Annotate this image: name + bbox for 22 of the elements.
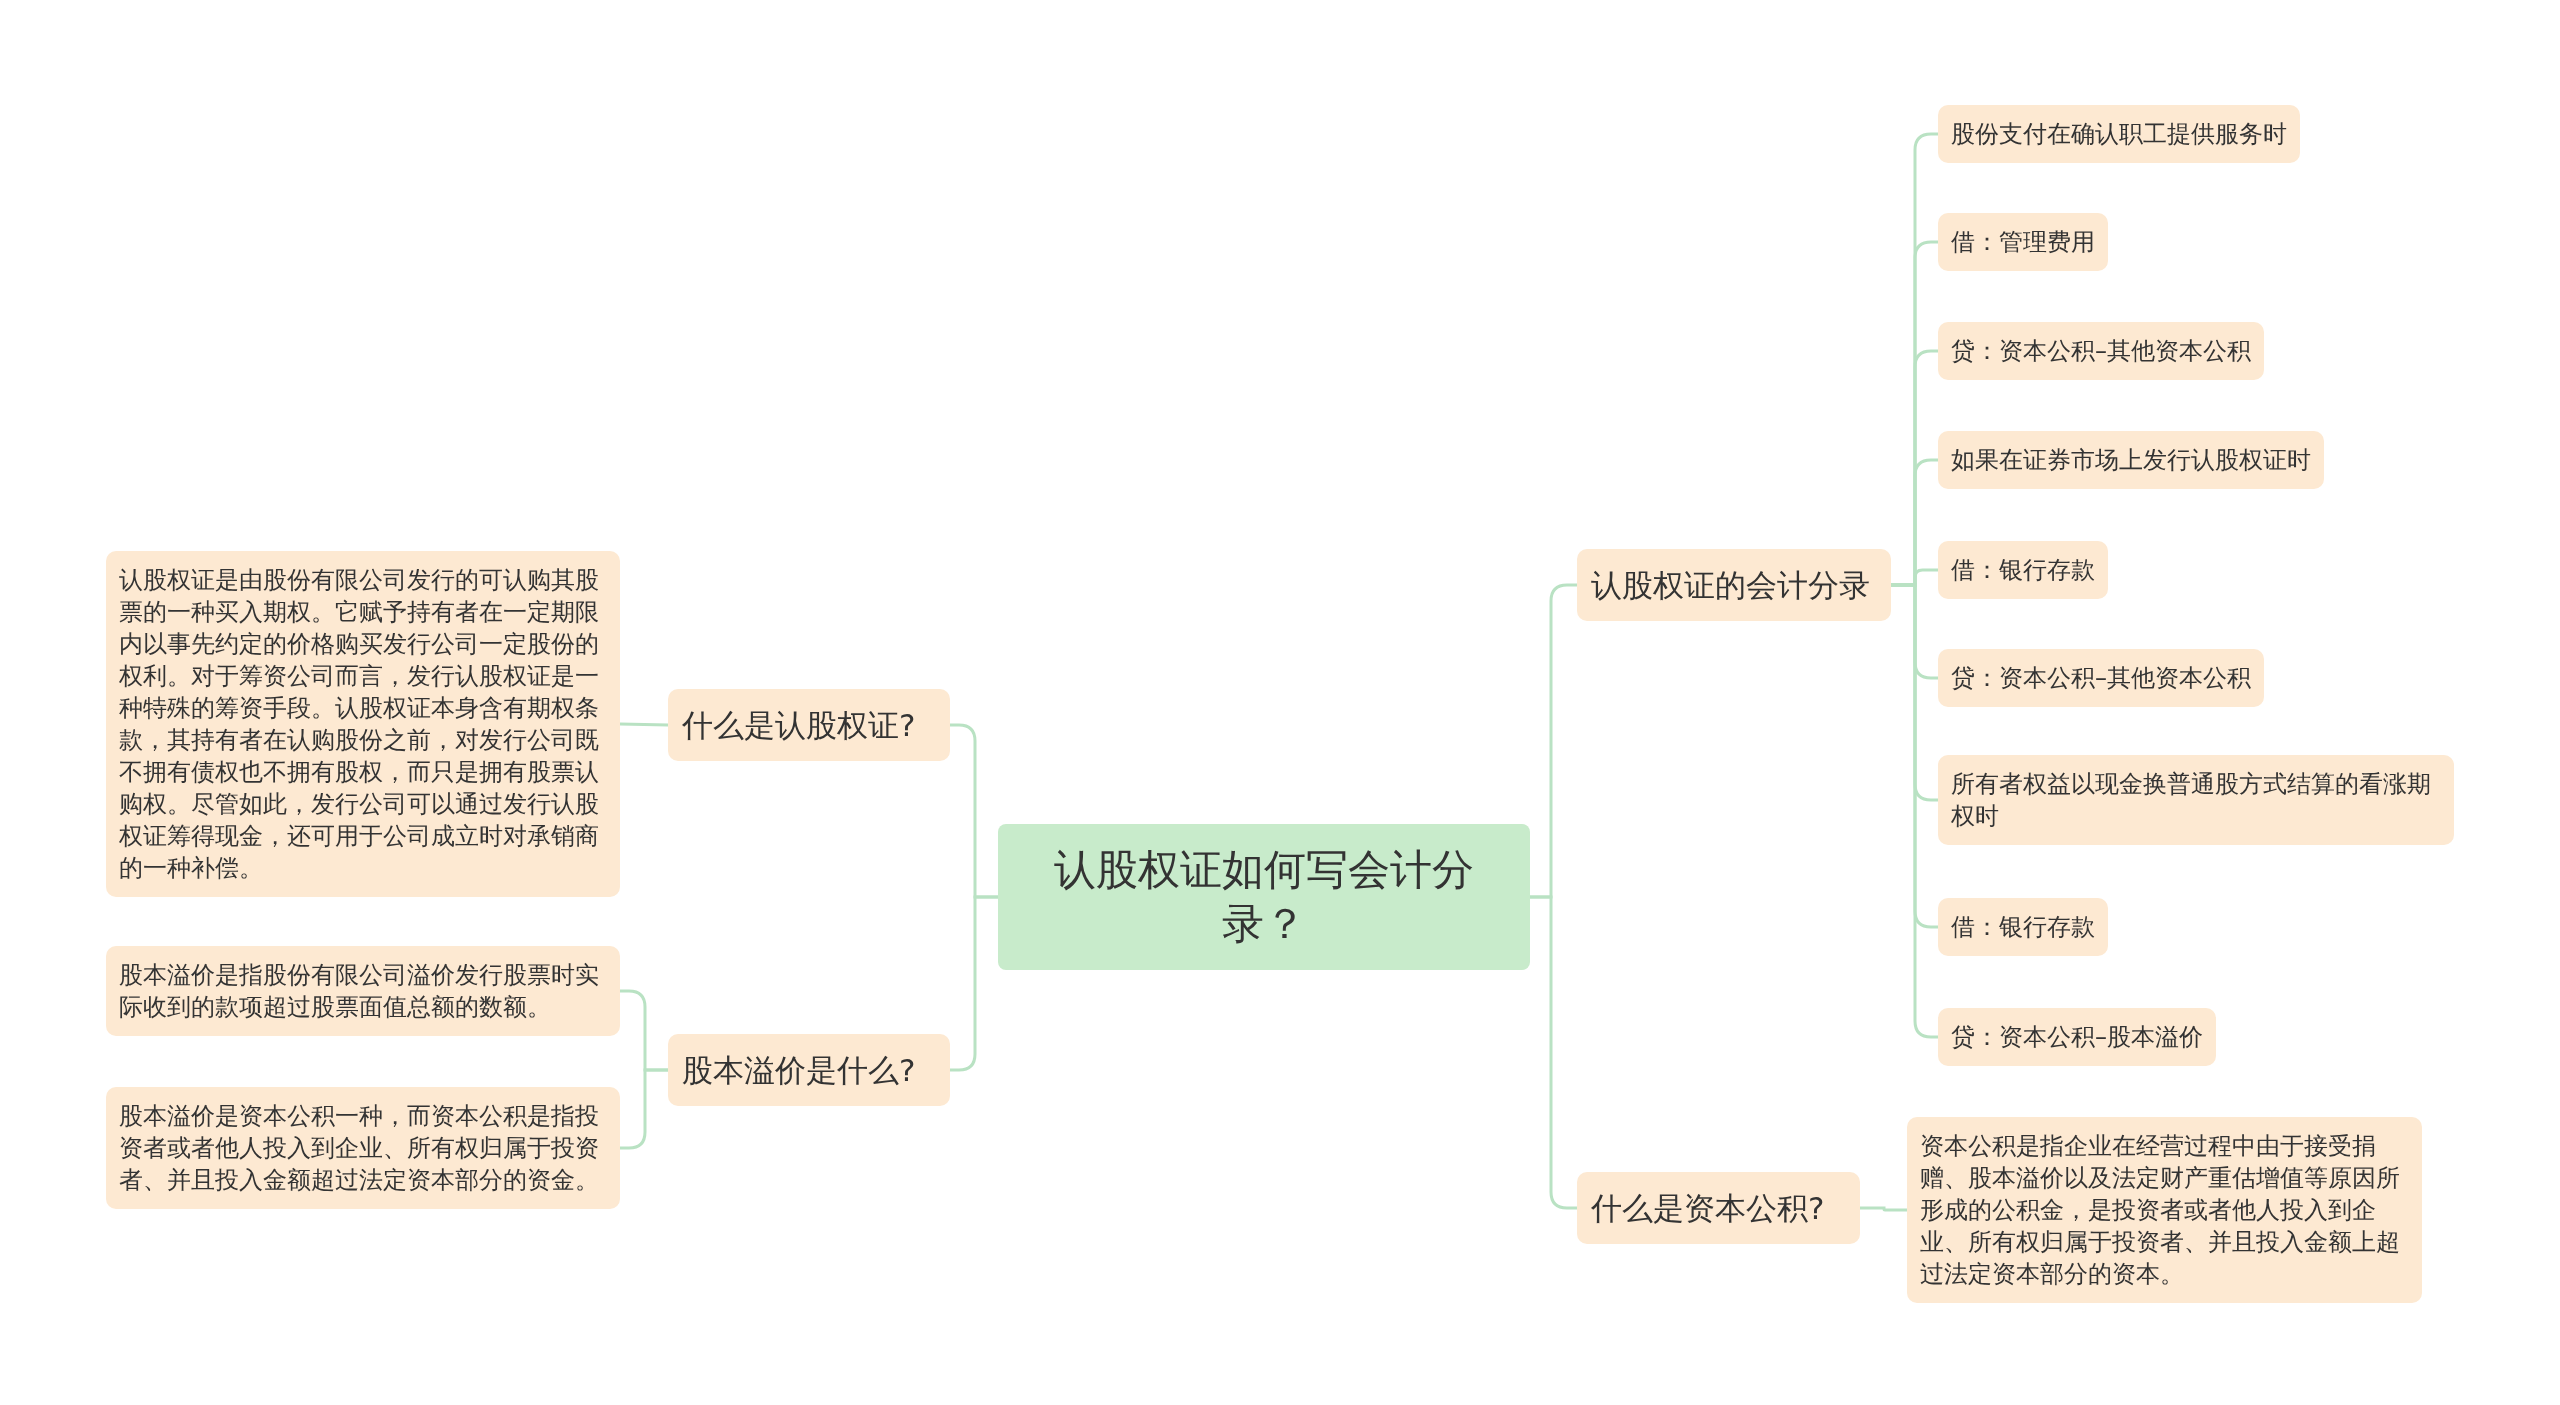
topic-box: 认股权证的会计分录 bbox=[1577, 549, 1891, 621]
connector-line bbox=[619, 722, 669, 727]
subtopic-box: 如果在证券市场上发行认股权证时 bbox=[1938, 431, 2324, 489]
note-box: 所有者权益以现金换普通股方式结算的看涨期权时 bbox=[1938, 755, 2454, 845]
topic-box: 股本溢价是什么? bbox=[668, 1034, 950, 1106]
subtopic-box: 借：管理费用 bbox=[1938, 213, 2108, 271]
connector-line bbox=[1860, 1206, 1907, 1212]
subtopic-box: 借：银行存款 bbox=[1938, 541, 2108, 599]
subtopic-box: 贷：资本公积–其他资本公积 bbox=[1938, 322, 2264, 380]
central-topic-box: 认股权证如何写会计分录？ bbox=[998, 824, 1530, 970]
topic-box: 什么是资本公积? bbox=[1577, 1172, 1860, 1244]
note-box: 资本公积是指企业在经营过程中由于接受捐赠、股本溢价以及法定财产重估增值等原因所形成的公积金，是投资者或者他人投入到企业、所有权归属于投资者、并且投入金额上超过法定资本部分的资本。 bbox=[1907, 1117, 2422, 1303]
subtopic-box: 股份支付在确认职工提供服务时 bbox=[1938, 105, 2300, 163]
subtopic-box: 贷：资本公积–其他资本公积 bbox=[1938, 649, 2264, 707]
note-box: 股本溢价是资本公积一种，而资本公积是指投资者或者他人投入到企业、所有权归属于投资者、并且投入金额超过法定资本部分的资金。 bbox=[106, 1087, 620, 1209]
connector-line bbox=[950, 895, 998, 1072]
note-box: 认股权证是由股份有限公司发行的可认购其股票的一种买入期权。它赋予持有者在一定期限内以事先约定的价格购买发行公司一定股份的权利。对于筹资公司而言，发行认股权证是一种特殊的筹资手段。认股权证本身含有期权条款，其持有者在认购股份之前，对发行公司既不拥有债权也不拥有股权，而只是拥有股票认购权。尽管如此，发行公司可以通过发行认股权证筹得现金，还可用于公司成立时对承销商的一种补偿。 bbox=[106, 551, 620, 897]
topic-box: 什么是认股权证? bbox=[668, 689, 950, 761]
subtopic-box: 借：银行存款 bbox=[1938, 898, 2108, 956]
subtopic-box: 贷：资本公积–股本溢价 bbox=[1938, 1008, 2216, 1066]
note-box: 股本溢价是指股份有限公司溢价发行股票时实际收到的款项超过股票面值总额的数额。 bbox=[106, 946, 620, 1036]
connector-line bbox=[620, 1068, 668, 1150]
